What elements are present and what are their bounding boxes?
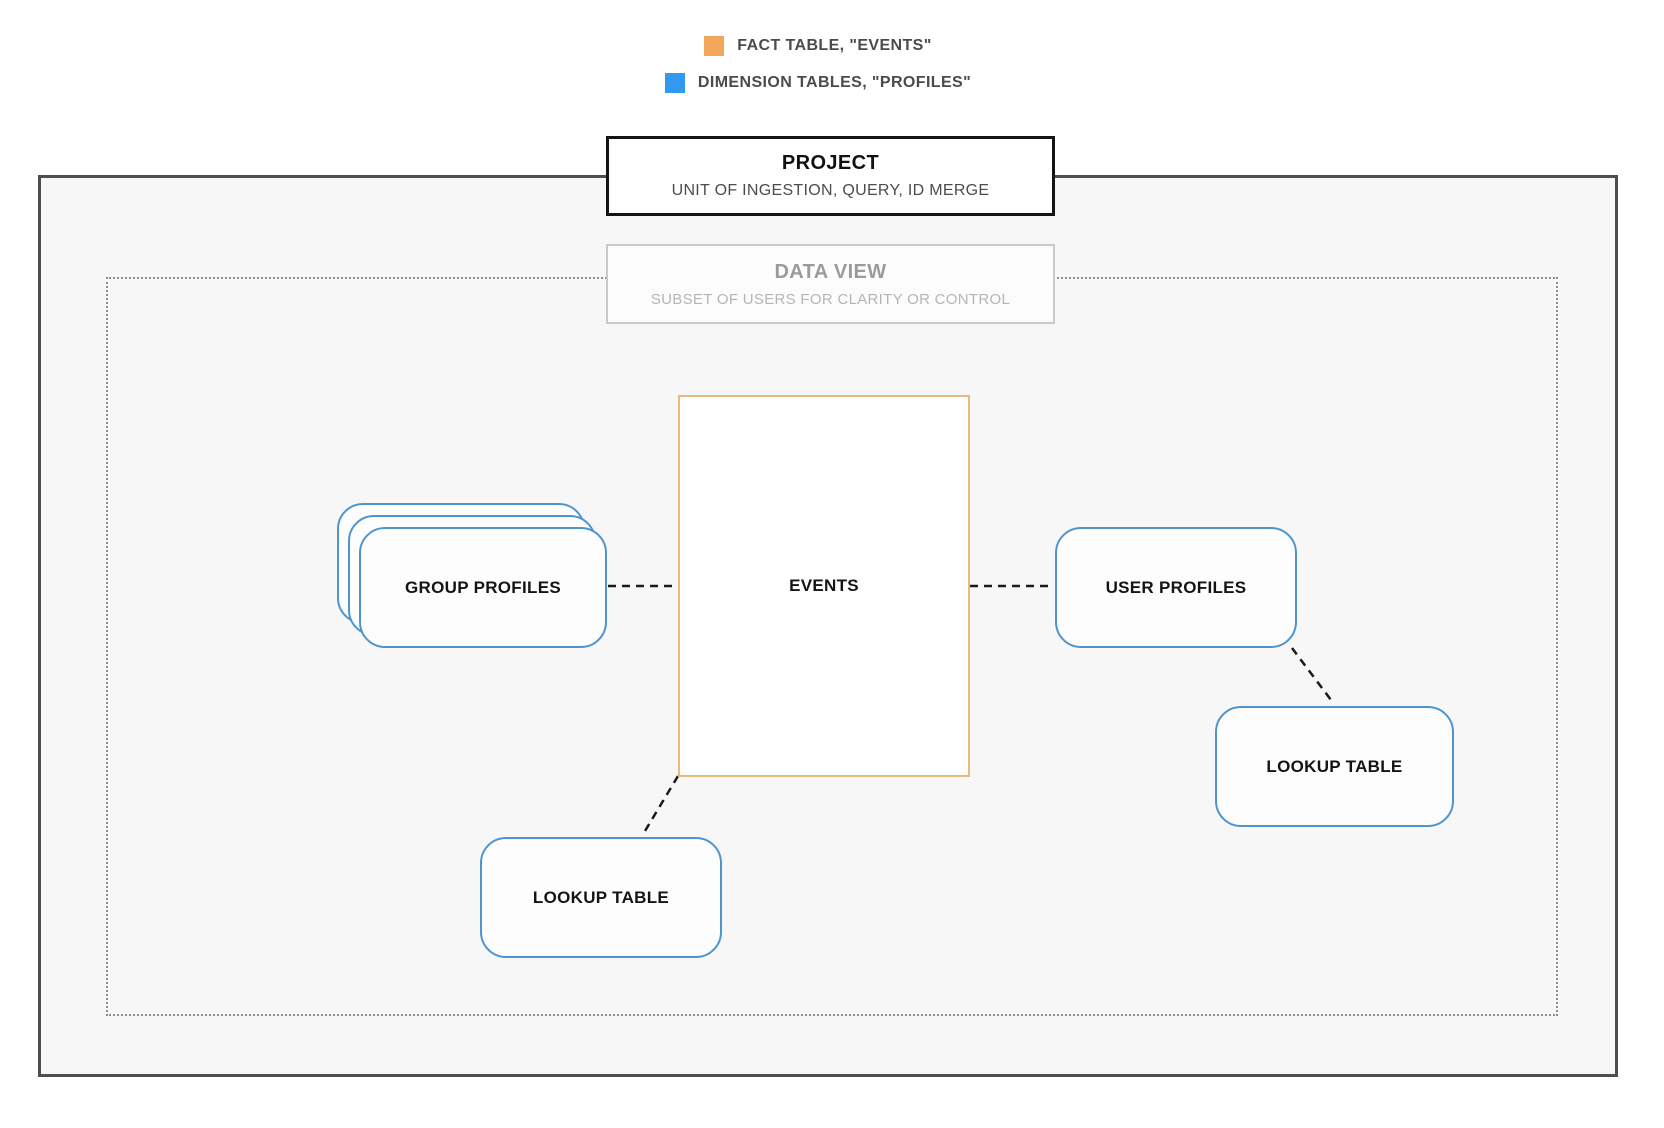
node-user-profiles: USER PROFILES [1055, 527, 1297, 648]
legend-item-dimension-tables: DIMENSION TABLES, "PROFILES" [664, 73, 972, 93]
node-lookup-table-right: LOOKUP TABLE [1215, 706, 1454, 827]
node-lookup-table-bottom: LOOKUP TABLE [480, 837, 722, 958]
node-lookup-table-bottom-label: LOOKUP TABLE [532, 887, 670, 907]
legend-label-fact-table: FACT TABLE, "EVENTS" [737, 37, 932, 54]
project-title-box: PROJECT UNIT OF INGESTION, QUERY, ID MER… [606, 136, 1055, 216]
node-events: EVENTS [678, 395, 970, 777]
data-view-subtitle: SUBSET OF USERS FOR CLARITY OR CONTROL [650, 290, 1011, 308]
dimension-tables-swatch-icon [664, 73, 685, 93]
project-subtitle: UNIT OF INGESTION, QUERY, ID MERGE [671, 182, 990, 199]
legend: FACT TABLE, "EVENTS" DIMENSION TABLES, "… [0, 36, 1636, 93]
node-events-label: EVENTS [789, 576, 859, 595]
connector-user-profiles-lookup-table [1291, 647, 1335, 705]
connector-events-lookup-table [640, 775, 680, 837]
node-group-profiles: GROUP PROFILES [359, 527, 607, 648]
legend-label-dimension-tables: DIMENSION TABLES, "PROFILES" [697, 74, 972, 91]
node-user-profiles-label: USER PROFILES [1105, 577, 1247, 597]
data-view-title-box: DATA VIEW SUBSET OF USERS FOR CLARITY OR… [606, 244, 1055, 324]
fact-table-swatch-icon [704, 36, 725, 56]
node-lookup-table-right-label: LOOKUP TABLE [1266, 756, 1403, 776]
project-title: PROJECT [781, 152, 880, 174]
data-view-title: DATA VIEW [774, 260, 887, 283]
legend-item-fact-table: FACT TABLE, "EVENTS" [704, 36, 931, 56]
node-group-profiles-label: GROUP PROFILES [405, 577, 561, 597]
